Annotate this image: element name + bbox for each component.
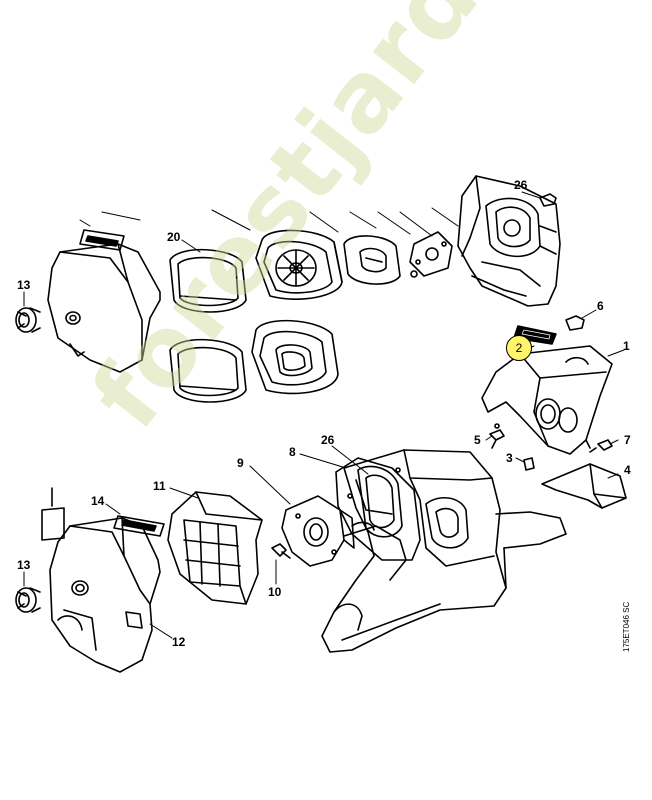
baffle-4 xyxy=(541,463,627,509)
carburetor-box-middle xyxy=(335,457,421,561)
part-number-8: 8 xyxy=(289,445,296,459)
part-number-6: 6 xyxy=(597,299,604,313)
part-number-13-bottom: 13 xyxy=(17,558,31,572)
screw-7 xyxy=(589,439,613,453)
part-number-1: 1 xyxy=(623,339,630,353)
diagram-reference-code: 175ET046 SC xyxy=(622,601,631,652)
rubber-seal-top xyxy=(169,248,247,313)
screw-5 xyxy=(489,429,505,449)
part-number-4: 4 xyxy=(624,463,631,477)
air-filter-bottom xyxy=(251,319,339,395)
shroud-1 xyxy=(481,345,613,455)
part-number-7: 7 xyxy=(624,433,631,447)
sealing-element xyxy=(343,235,401,285)
plug-26-top xyxy=(539,193,557,207)
small-decal-bottom-left xyxy=(41,487,65,541)
knob-top xyxy=(15,307,41,333)
intake-manifold-9 xyxy=(281,495,355,567)
knob-bottom xyxy=(15,587,41,613)
part-number-10: 10 xyxy=(268,585,282,599)
air-filter-grid-11 xyxy=(167,491,263,605)
leader-lines xyxy=(23,191,625,639)
part-number-26-top: 26 xyxy=(514,178,528,192)
bolt-10 xyxy=(271,543,291,559)
engine-housing xyxy=(321,449,567,653)
part-number-9: 9 xyxy=(237,456,244,470)
part-number-14: 14 xyxy=(91,494,105,508)
part-number-12: 12 xyxy=(172,635,186,649)
highlighted-part-number-2: 2 xyxy=(506,335,532,361)
part-number-5: 5 xyxy=(474,433,481,447)
part-number-11: 11 xyxy=(153,479,166,493)
part-number-13-top: 13 xyxy=(17,278,31,292)
air-filter-top xyxy=(255,229,343,300)
filter-cover-top xyxy=(47,243,161,373)
filter-cover-bottom xyxy=(49,517,161,673)
part-number-20: 20 xyxy=(167,230,181,244)
decal-14 xyxy=(113,515,165,537)
rubber-seal-bottom xyxy=(169,338,247,403)
part-number-3: 3 xyxy=(506,451,513,465)
magnum-label-decal xyxy=(79,229,125,251)
intake-flange xyxy=(409,231,453,278)
grommet-6 xyxy=(565,315,585,331)
insert-3 xyxy=(523,457,535,471)
carburetor-box-top xyxy=(457,175,561,307)
part-number-26-middle: 26 xyxy=(321,433,335,447)
